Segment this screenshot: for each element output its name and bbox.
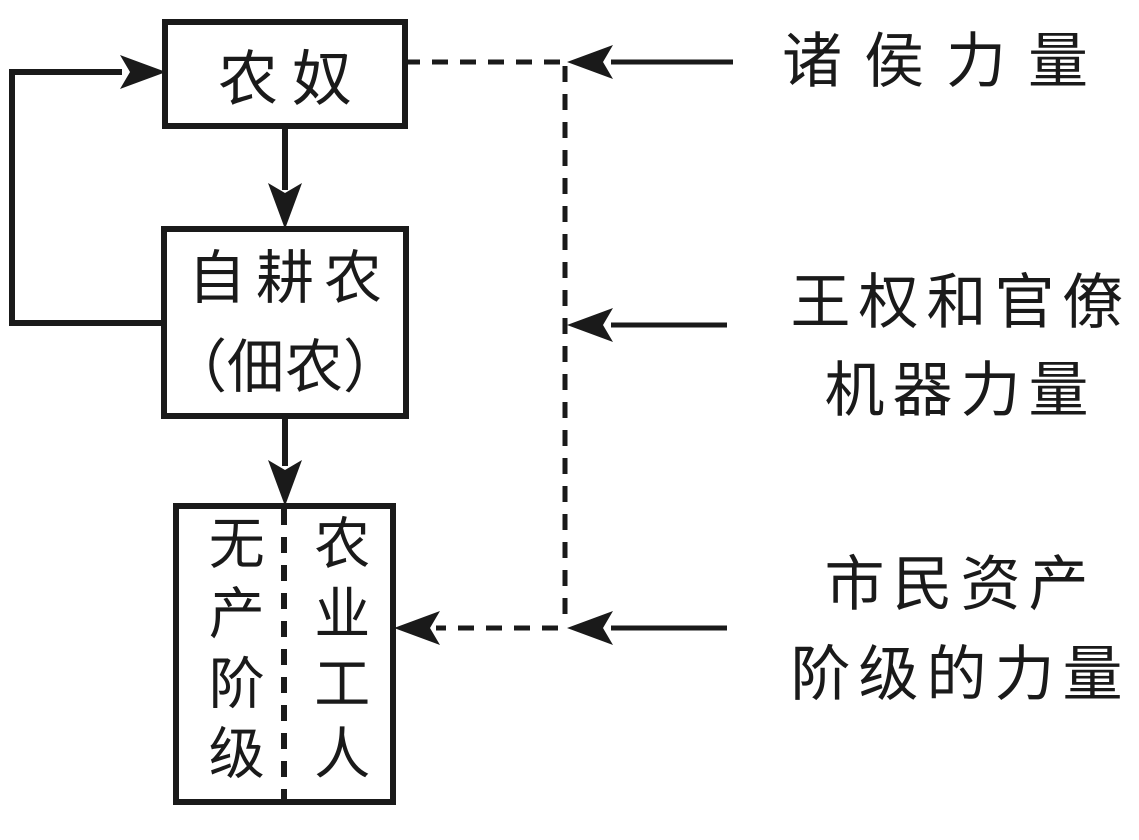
royal-arrowhead-icon — [567, 308, 613, 342]
bourgeois-force-text-line2: 阶级的力量 — [790, 642, 1131, 708]
royal-force-text-line2: 机器力量 — [824, 358, 1097, 424]
princes-arrowhead-icon — [567, 45, 613, 79]
freeholder-label-line1: 自耕农 — [187, 245, 392, 311]
proletariat-agricultural-workers-box: 无产阶级 农业工人 — [173, 503, 396, 805]
princes-force-text: 诸侯力量 — [782, 29, 1110, 95]
princes-force-label: 诸侯力量 — [740, 18, 1130, 106]
freeholder-label-line2: （佃农） — [168, 334, 401, 400]
serf-label: 农奴 — [218, 46, 366, 113]
freeholder-box: 自耕农 （佃农） — [161, 226, 409, 419]
freeholder-to-serf-loop-line — [9, 69, 161, 326]
royal-bureaucracy-force-label: 王权和官僚 机器力量 — [774, 259, 1139, 435]
bourgeois-force-label: 市民资产 阶级的力量 — [774, 540, 1139, 720]
serf-box: 农奴 — [162, 19, 408, 129]
bourgeois-arrowhead-icon — [567, 611, 613, 645]
loop-arrowhead-icon — [120, 55, 166, 89]
freeholder-to-split-arrowhead-icon — [268, 460, 302, 506]
royal-force-text-line1: 王权和官僚 — [790, 270, 1131, 336]
dashed-into-split-box-arrowhead-icon — [394, 611, 440, 645]
agricultural-workers-column: 农业工人 — [305, 514, 368, 794]
serf-to-freeholder-arrowhead-icon — [268, 183, 302, 229]
proletariat-column: 无产阶级 — [200, 514, 263, 794]
bourgeois-force-text-line1: 市民资产 — [824, 552, 1097, 618]
